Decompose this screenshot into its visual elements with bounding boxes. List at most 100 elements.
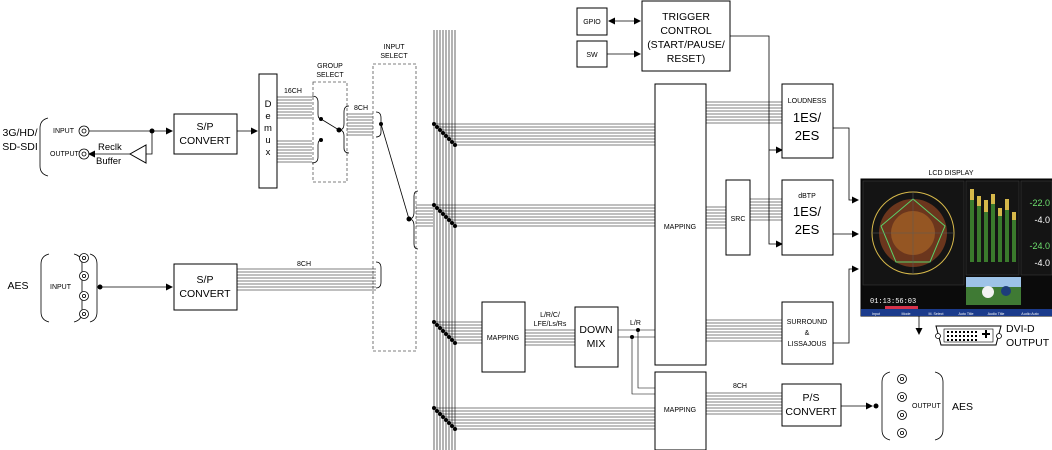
group-select-switch-arm: [320, 118, 340, 131]
group-select-out-bus: [347, 113, 376, 136]
demux-out-bus-top: [277, 96, 312, 119]
sdi-input-connector-pin: [81, 128, 87, 134]
tap-bus-2: [434, 204, 655, 227]
downmix-label-2: MIX: [587, 338, 606, 350]
aes-input-section: AES INPUT S/P CONVERT 8CH: [7, 253, 376, 323]
reclk-feed: [146, 131, 153, 155]
sw-label: SW: [586, 52, 598, 59]
aes-8ch-bus: [237, 268, 376, 291]
sdi-label-1: 3G/HD/: [2, 127, 37, 139]
reclk-label-1: Reclk: [98, 142, 122, 153]
downmix-label-1: DOWN: [579, 324, 612, 336]
ch16-label: 16CH: [284, 88, 302, 95]
input-select-out-brace-bottom: [408, 218, 419, 250]
downmix-to-bottom-l: [637, 330, 655, 389]
aes-out-connector-3-pin: [900, 412, 905, 417]
video-player-2: [1001, 286, 1011, 296]
group-select-box: [312, 81, 348, 183]
input-select-box: [372, 63, 417, 352]
aes-out-bracket-right: [934, 371, 944, 441]
aes-in-label: AES: [7, 280, 28, 292]
readout-value-3: -24.0: [1029, 241, 1050, 251]
mapping-to-ps-bus: [706, 392, 782, 415]
loudness-label-big-1: 1ES/: [793, 110, 822, 125]
mapping-to-src-bus: [706, 206, 726, 229]
mapping-big-section: MAPPING: [654, 83, 782, 366]
dvi-screw-left: [935, 333, 941, 339]
dbtp-label-small: dBTP: [798, 193, 816, 200]
timecode-marker: [885, 306, 918, 309]
mapping-small-box: [481, 301, 526, 373]
sp-convert-2-label-2: CONVERT: [179, 288, 231, 300]
timecode-value: 01:13:56:03: [870, 298, 916, 306]
reclk-buffer-triangle: [128, 144, 147, 164]
vertical-main-bus: [433, 30, 456, 450]
sp-convert-1-label-2: CONVERT: [179, 135, 231, 147]
surround-label-1: SURROUND: [787, 319, 827, 326]
dbtp-label-big-2: 2ES: [795, 222, 820, 237]
trigger-section: GPIO SW TRIGGER CONTROL (START/PAUSE/ RE…: [576, 0, 783, 248]
mapping-bottom-label: MAPPING: [664, 407, 696, 414]
mapping-small-label: MAPPING: [487, 335, 519, 342]
aes-out-connector-2-pin: [900, 394, 905, 399]
trigger-control-box: [641, 0, 731, 72]
gpio-box: [576, 7, 608, 36]
mapping-big-box: [654, 83, 707, 366]
aes-out-label: AES: [952, 401, 973, 413]
demux-letter-d: D: [265, 99, 272, 110]
dvi-label-1: DVI-D: [1006, 323, 1035, 335]
mapping-to-loudness-bus: [706, 101, 782, 124]
downmix-section: MAPPING L/R/C/ LFE/Ls/Rs DOWN MIX L/R: [481, 301, 655, 395]
sdi-output-label: OUTPUT: [50, 151, 80, 158]
mapping-to-downmix-bus: [525, 329, 575, 346]
aes-input-label: INPUT: [50, 284, 72, 291]
gpio-label: GPIO: [583, 19, 601, 26]
readout-value-4: -4.0: [1034, 258, 1050, 268]
ch8-c-label: 8CH: [733, 383, 747, 390]
group-select-label-2: SELECT: [316, 72, 344, 79]
trigger-label-1: TRIGGER: [662, 11, 710, 23]
src-to-dbtp-bus: [750, 198, 782, 221]
group-select-out-brace-2: [338, 129, 350, 154]
lcd-tab-3: M. Select: [929, 312, 944, 316]
trigger-label-2: CONTROL: [660, 25, 711, 37]
src-box: [725, 179, 751, 256]
lcd-tab-4: Auto Title: [959, 312, 974, 316]
dbtp-box: [781, 179, 834, 256]
lr-label: L/R: [630, 320, 641, 327]
output-section: MAPPING 8CH P/S CONVERT OUTPUT AES: [654, 371, 973, 450]
demux-out-bus-bottom: [277, 140, 312, 163]
downmix-channels-label-2: LFE/Ls/Rs: [534, 321, 567, 328]
ps-convert-label-1: P/S: [803, 392, 820, 404]
ps-convert-label-2: CONVERT: [785, 406, 837, 418]
downmix-channels-label-1: L/R/C/: [540, 312, 560, 319]
meters-section: LOUDNESS 1ES/ 2ES dBTP 1ES/ 2ES SURROUND…: [781, 83, 859, 365]
sp-convert-1-box: [173, 113, 238, 155]
aes-in-connector-3-pin: [82, 293, 87, 298]
input-select-aes-brace: [375, 261, 382, 289]
aes-out-bracket-left: [881, 371, 891, 441]
sdi-input-label: INPUT: [53, 128, 75, 135]
tap-bus-4: [434, 407, 655, 430]
demux-letter-x: x: [266, 147, 271, 158]
sdi-output-connector-pin: [81, 151, 87, 157]
src-label: SRC: [731, 216, 746, 223]
video-player: [982, 286, 994, 298]
sdi-bracket: [39, 117, 49, 177]
lcd-tab-6: Audio Auto: [1021, 312, 1038, 316]
ch8-b-label: 8CH: [297, 261, 311, 268]
bar-meters: [970, 189, 1016, 262]
video-sky: [966, 277, 1021, 287]
trigger-to-dbtp: [730, 35, 783, 248]
aes-in-connector-4-pin: [82, 311, 87, 316]
demux-box: [258, 73, 278, 189]
downmix-box: [574, 306, 619, 368]
loudness-label-small: LOUDNESS: [788, 98, 827, 105]
lcd-tab-2: Mode: [902, 312, 911, 316]
surround-label-3: LISSAJOUS: [788, 341, 827, 348]
demux-letter-u: u: [265, 135, 270, 146]
input-select-section: INPUT SELECT: [372, 44, 433, 352]
dvi-screw-right: [996, 333, 1002, 339]
readout-value-1: -22.0: [1029, 198, 1050, 208]
input-select-out-bus: [416, 204, 433, 227]
